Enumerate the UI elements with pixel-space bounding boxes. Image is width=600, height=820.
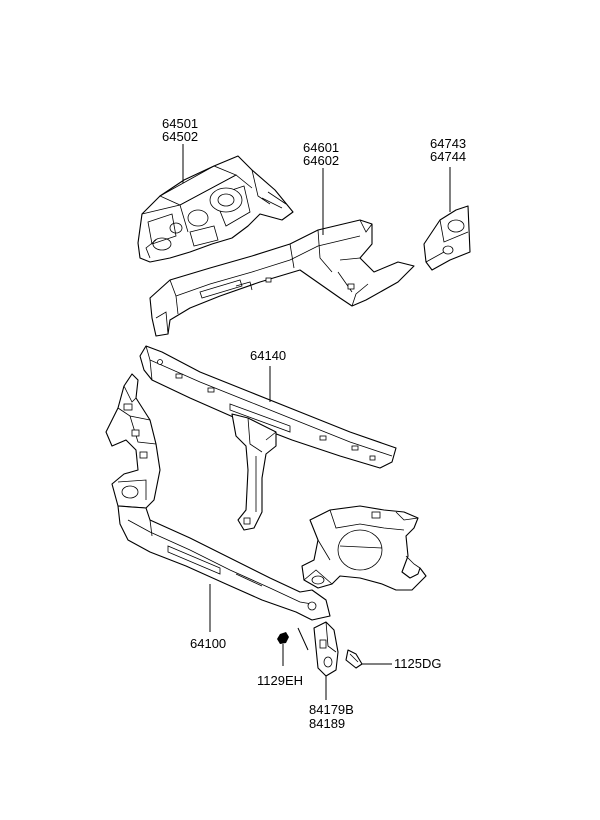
label-64743: 64743 <box>430 136 466 151</box>
label-1125DG: 1125DG <box>394 656 441 671</box>
hood-latch-bracket-part <box>313 621 339 677</box>
front-panel-assembly-part <box>105 373 427 621</box>
bolt-part <box>345 649 392 669</box>
label-64100: 64100 <box>190 636 226 651</box>
upper-crossmember-part <box>139 345 397 531</box>
label-64501: 64501 <box>162 116 198 131</box>
side-bracket-part <box>423 205 471 271</box>
label-84179B: 84179B <box>309 702 354 717</box>
label-64601: 64601 <box>303 140 339 155</box>
label-84189: 84189 <box>309 716 345 731</box>
label-64502: 64502 <box>162 129 198 144</box>
nut-part <box>277 627 309 666</box>
upper-side-member-part <box>149 219 415 337</box>
label-1129EH: 1129EH <box>257 673 303 688</box>
label-64602: 64602 <box>303 153 339 168</box>
label-64744: 64744 <box>430 149 466 164</box>
fender-apron-part <box>137 155 294 263</box>
label-64140: 64140 <box>250 348 286 363</box>
